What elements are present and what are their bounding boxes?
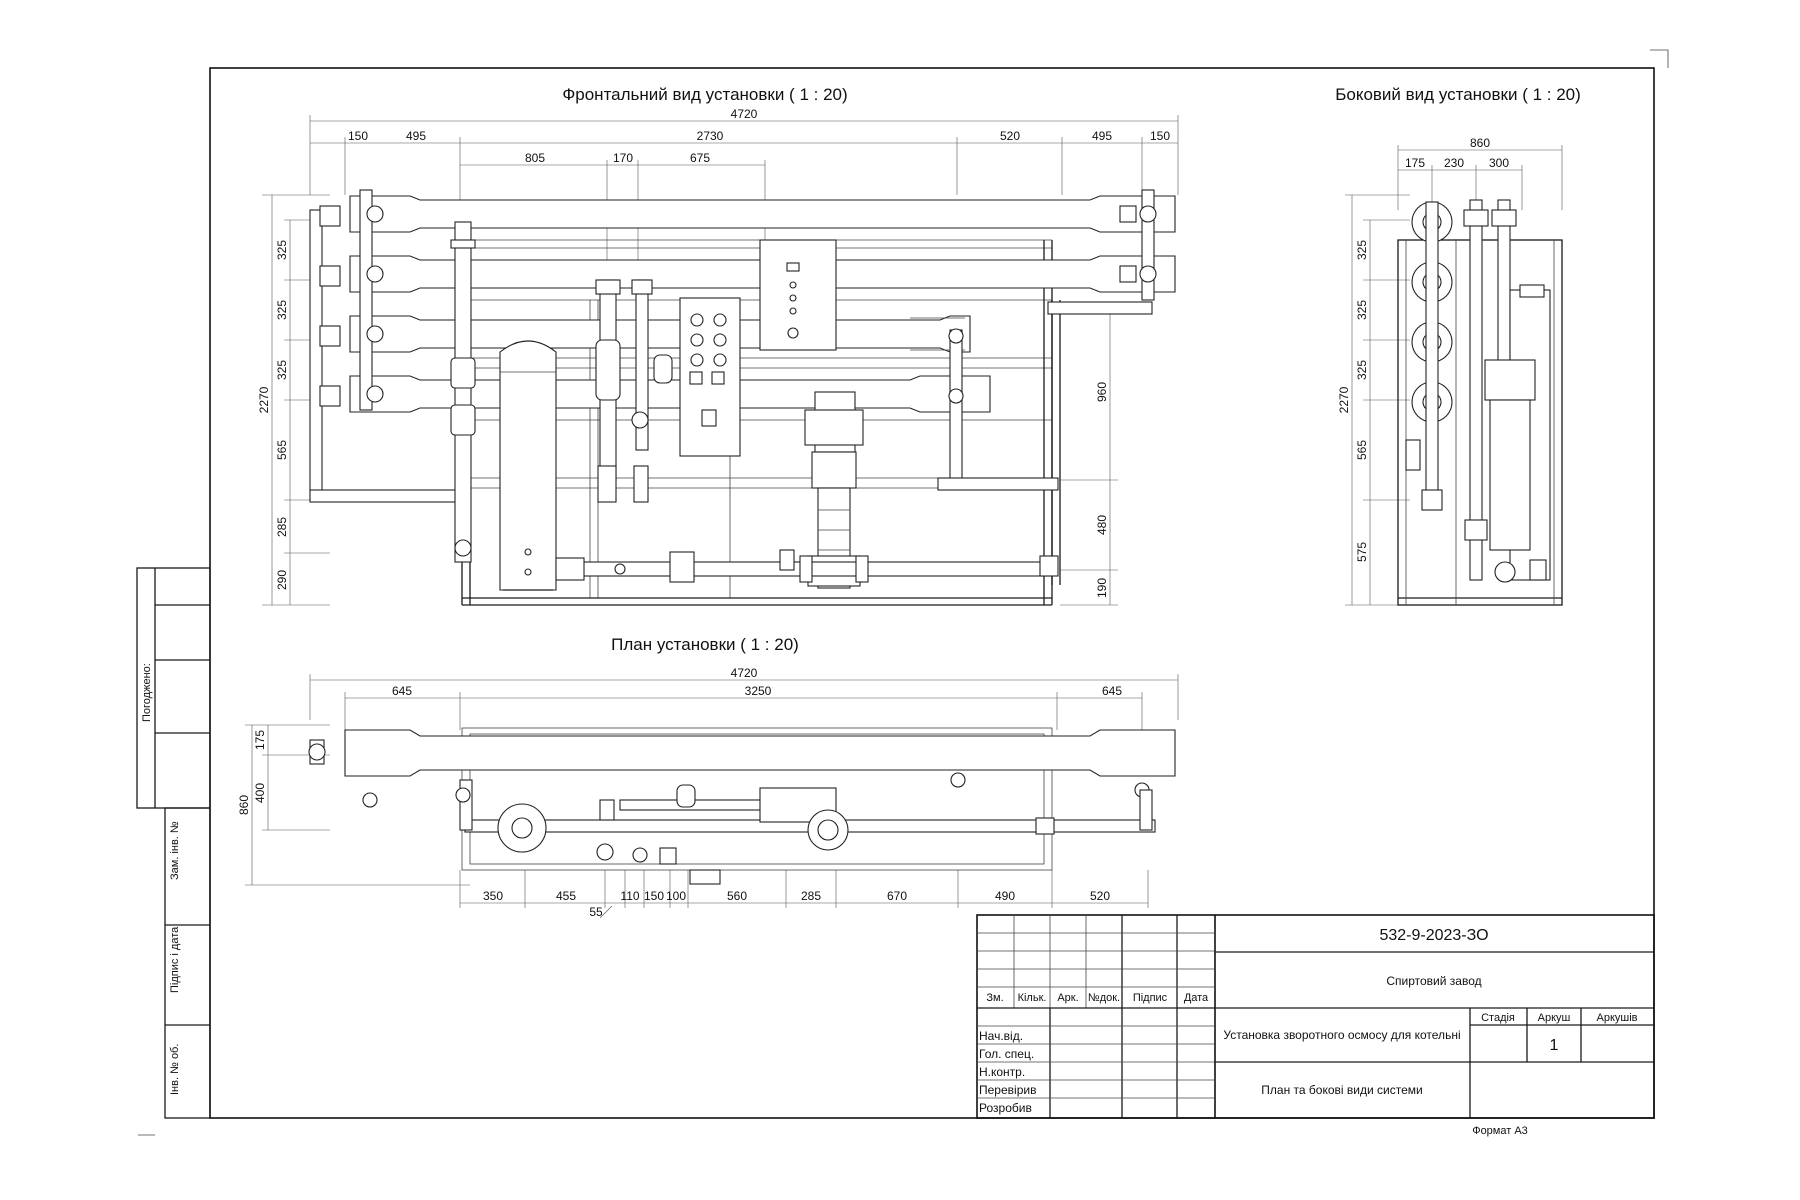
tb-role: Перевірив: [979, 1083, 1036, 1097]
tb-col-header: Підпис: [1133, 992, 1168, 1004]
plan-dim: 400: [253, 783, 267, 803]
side-stamp: Погоджено: Зам. інв. № Підпис і дата Інв…: [136, 567, 211, 1119]
front-riser: [450, 221, 476, 563]
front-dim: 480: [1095, 515, 1109, 535]
front-dim: 285: [275, 517, 289, 537]
plan-dim-total: 4720: [731, 666, 758, 680]
front-right-manifold: [937, 189, 1157, 585]
tb-title: Установка зворотного осмосу для котельні: [1223, 1028, 1460, 1042]
front-dim: 495: [1092, 129, 1112, 143]
side-dim: 175: [1405, 156, 1425, 170]
side-dim-height: 2270: [1337, 386, 1351, 413]
plan-view: 4720 645 3250 645 860 175 400 350 455 11…: [237, 666, 1179, 919]
plan-dim-lines: [245, 674, 1179, 919]
tb-col-header: Кільк.: [1018, 992, 1047, 1004]
side-dim: 575: [1355, 542, 1369, 562]
tb-role: Гол. спец.: [979, 1047, 1034, 1061]
front-dim: 150: [1150, 129, 1170, 143]
plan-dim-depth: 860: [237, 795, 251, 815]
front-gauge-panel: [679, 297, 741, 457]
plan-dim: 520: [1090, 889, 1110, 903]
plan-view-title: План установки ( 1 : 20): [611, 635, 799, 654]
plan-dim: 100: [666, 889, 686, 903]
front-dim: 170: [613, 151, 633, 165]
side-dim: 325: [1355, 360, 1369, 380]
side-frame: [1397, 239, 1563, 606]
tb-stage-label: Стадія: [1481, 1012, 1515, 1024]
front-dim: 2730: [697, 129, 724, 143]
plan-dim: 55: [589, 905, 603, 919]
side-dim: 565: [1355, 440, 1369, 460]
plan-dim: 560: [727, 889, 747, 903]
plan-dim: 455: [556, 889, 576, 903]
plan-dim: 110: [620, 889, 639, 903]
front-pump: [804, 391, 864, 589]
plan-filter: [497, 803, 547, 853]
tb-role: Н.контр.: [979, 1065, 1025, 1079]
side-dim-total: 860: [1470, 136, 1490, 150]
tb-role: Розробив: [979, 1101, 1032, 1115]
title-block: Зм. Кільк. Арк. №док. Підпис Дата Нач.ві…: [976, 914, 1655, 1137]
front-flowmeters: [595, 279, 673, 503]
front-dim-total: 4720: [731, 107, 758, 121]
front-dim: 565: [275, 440, 289, 460]
tb-col-header: №док.: [1088, 992, 1120, 1004]
front-view-title: Фронтальний вид установки ( 1 : 20): [562, 85, 847, 104]
plan-instruments: [596, 784, 721, 885]
plan-pump: [759, 787, 849, 851]
front-dim: 495: [406, 129, 426, 143]
plan-dim: 175: [253, 730, 267, 750]
front-control-cabinet: [759, 239, 837, 351]
side-equipment: [1463, 199, 1551, 583]
front-dim: 675: [690, 151, 710, 165]
plan-dim: 670: [887, 889, 907, 903]
front-dim-height: 2270: [257, 386, 271, 413]
front-dim: 325: [275, 360, 289, 380]
side-view-title: Боковий вид установки ( 1 : 20): [1335, 85, 1581, 104]
tb-sheet-title: План та бокові види системи: [1261, 1083, 1422, 1097]
front-dim: 805: [525, 151, 545, 165]
tb-sheets-label: Аркушів: [1596, 1012, 1637, 1024]
plan-dim: 150: [644, 889, 664, 903]
side-dim: 230: [1444, 156, 1464, 170]
stamp-inv-orig: Інв. № об.: [169, 1044, 181, 1095]
plan-dim: 3250: [745, 684, 772, 698]
tb-sheet-label: Аркуш: [1538, 1012, 1571, 1024]
tb-format: Формат А3: [1472, 1125, 1528, 1137]
front-dim: 150: [348, 129, 368, 143]
plan-membrane: [308, 729, 1176, 808]
plan-dim: 350: [483, 889, 503, 903]
front-dim: 290: [275, 570, 289, 590]
stamp-replace-inv: Зам. інв. №: [169, 821, 181, 880]
stamp-agreed: Погоджено:: [141, 663, 153, 722]
front-view: 4720 150 495 2730 520 495 150 805 170 67…: [257, 107, 1179, 606]
side-view: 860 175 230 300 2270 325 325 325 565 575: [1337, 136, 1563, 606]
tb-col-header: Дата: [1184, 992, 1209, 1004]
front-dim: 960: [1095, 382, 1109, 402]
front-dim: 325: [275, 300, 289, 320]
side-dim: 325: [1355, 300, 1369, 320]
tb-col-header: Зм.: [986, 992, 1003, 1004]
front-dim: 190: [1095, 578, 1109, 598]
side-dim: 300: [1489, 156, 1509, 170]
side-dim-lines: [1345, 145, 1563, 606]
plan-dim: 490: [995, 889, 1015, 903]
tb-col-header: Арк.: [1057, 992, 1078, 1004]
front-dim: 325: [275, 240, 289, 260]
side-membranes: [1405, 201, 1453, 511]
front-dim: 520: [1000, 129, 1020, 143]
tb-object: Спиртовий завод: [1386, 974, 1481, 988]
plan-dim: 645: [392, 684, 412, 698]
front-feed-line: [555, 549, 1059, 583]
tb-role: Нач.від.: [979, 1029, 1023, 1043]
stamp-sign-date: Підпис і дата: [169, 926, 181, 993]
front-cartridge-filter: [499, 340, 557, 591]
plan-dim: 645: [1102, 684, 1122, 698]
tb-code: 532-9-2023-ЗО: [1379, 927, 1488, 944]
side-dim: 325: [1355, 240, 1369, 260]
front-left-manifold: [309, 189, 471, 503]
tb-sheet-value: 1: [1550, 1037, 1559, 1054]
plan-dim: 285: [801, 889, 821, 903]
